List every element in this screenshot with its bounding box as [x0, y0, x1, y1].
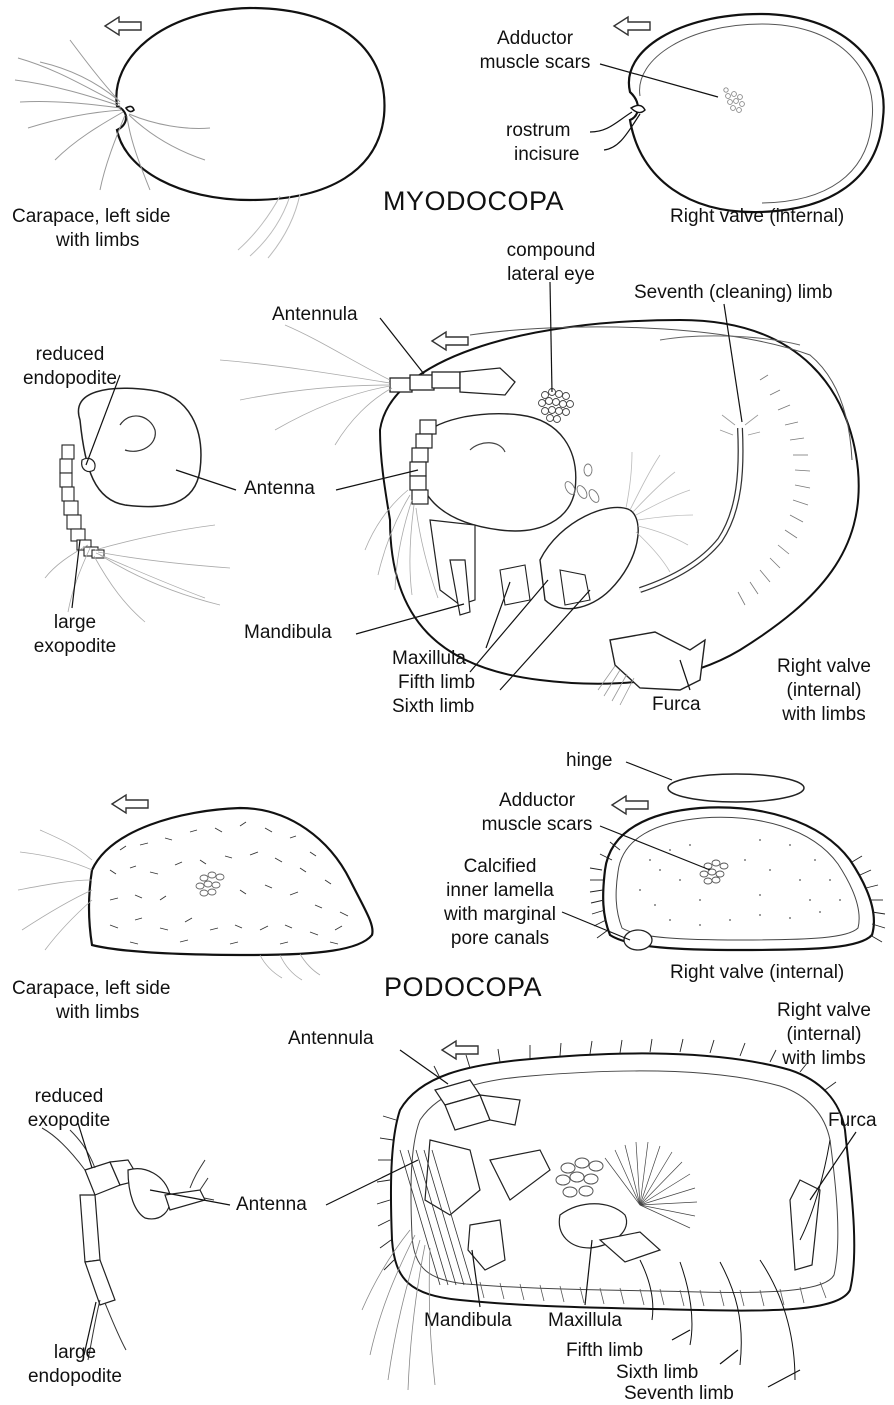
myo-adductor-label-2: muscle scars [470, 52, 600, 74]
podocopa-title: PODOCOPA [384, 972, 542, 1002]
myodocopa-title: MYODOCOPA [383, 186, 564, 216]
myo-carapace-label-1: Carapace, left side [12, 206, 170, 228]
podo-hinge-label: hinge [566, 750, 613, 772]
myo-reduced-label-2: endopodite [10, 368, 130, 390]
podo-calcified-label-2: inner lamella [430, 880, 570, 902]
myo-antenna-label: Antenna [244, 478, 315, 500]
myo-large-label-1: large [20, 612, 130, 634]
myo-trailing-limb [238, 194, 300, 258]
podo-isolated-antenna [42, 1128, 214, 1360]
myo-adductor-label-1: Adductor [470, 28, 600, 50]
podo-right-valve-label: Right valve (internal) [670, 962, 844, 984]
podo-rv-limbs-label-3: with limbs [764, 1048, 884, 1070]
podo-calcified-label-3: with marginal [430, 904, 570, 926]
myo-maxillula-label: Maxillula [392, 648, 466, 670]
podo-large-label-1: large [20, 1342, 130, 1364]
myo-compound-label-2: lateral eye [496, 264, 606, 286]
podo-furca-label: Furca [828, 1110, 877, 1132]
myo-rv-limbs-label-3: with limbs [764, 704, 884, 726]
myo-mandibula-label: Mandibula [244, 622, 332, 644]
myo-right-valve [614, 14, 884, 212]
podo-large-label-2: endopodite [20, 1366, 130, 1388]
myo-seventh-cleaning-label: Seventh (cleaning) limb [634, 282, 833, 304]
podo-reduced-label-2: exopodite [14, 1110, 124, 1132]
myo-carapace-label-2: with limbs [56, 230, 139, 252]
podo-isolated-antenna-segments [80, 1160, 205, 1305]
myo-antennula-label: Antennula [272, 304, 358, 326]
podo-internal-view [362, 1039, 854, 1390]
myo-reduced-label-1: reduced [10, 344, 130, 366]
podo-carapace-label-1: Carapace, left side [12, 978, 170, 1000]
podo-mandibula-label: Mandibula [424, 1310, 512, 1332]
podo-rv-limbs-label-1: Right valve [764, 1000, 884, 1022]
myo-antennula-bristles [220, 325, 392, 445]
myo-isolated-antenna [45, 388, 230, 622]
podo-carapace-left [18, 795, 373, 980]
podo-antenna-label: Antenna [236, 1194, 307, 1216]
podo-reduced-label-1: reduced [14, 1086, 124, 1108]
podo-calcified-label-4: pore canals [430, 928, 570, 950]
myo-right-valve-label: Right valve (internal) [670, 206, 844, 228]
podo-maxillula-label: Maxillula [548, 1310, 622, 1332]
podo-sixth-limb-label: Sixth limb [616, 1362, 698, 1384]
podo-calcified-label-1: Calcified [430, 856, 570, 878]
myo-rv-limbs-label-2: (internal) [764, 680, 884, 702]
podo-adductor-label-1: Adductor [472, 790, 602, 812]
myo-rostrum-label: rostrum [506, 120, 570, 142]
myo-compound-label-1: compound [496, 240, 606, 262]
podo-adductor-label-2: muscle scars [472, 814, 602, 836]
myo-internal-view [220, 320, 859, 705]
podo-carapace-label-2: with limbs [56, 1002, 139, 1024]
myo-large-label-2: exopodite [20, 636, 130, 658]
podo-seventh-limb-label: Seventh limb [624, 1383, 734, 1405]
myo-incisure-label: incisure [514, 144, 579, 166]
podo-fifth-limb-label: Fifth limb [566, 1340, 643, 1362]
myo-furca-label: Furca [652, 694, 701, 716]
podo-rv-limbs-label-2: (internal) [764, 1024, 884, 1046]
podo-right-valve [590, 774, 885, 950]
myo-sixth-limb-label: Sixth limb [392, 696, 474, 718]
podo-antennula-label: Antennula [288, 1028, 374, 1050]
myo-fifth-limb-label: Fifth limb [398, 672, 475, 694]
myo-rv-limbs-label-1: Right valve [764, 656, 884, 678]
